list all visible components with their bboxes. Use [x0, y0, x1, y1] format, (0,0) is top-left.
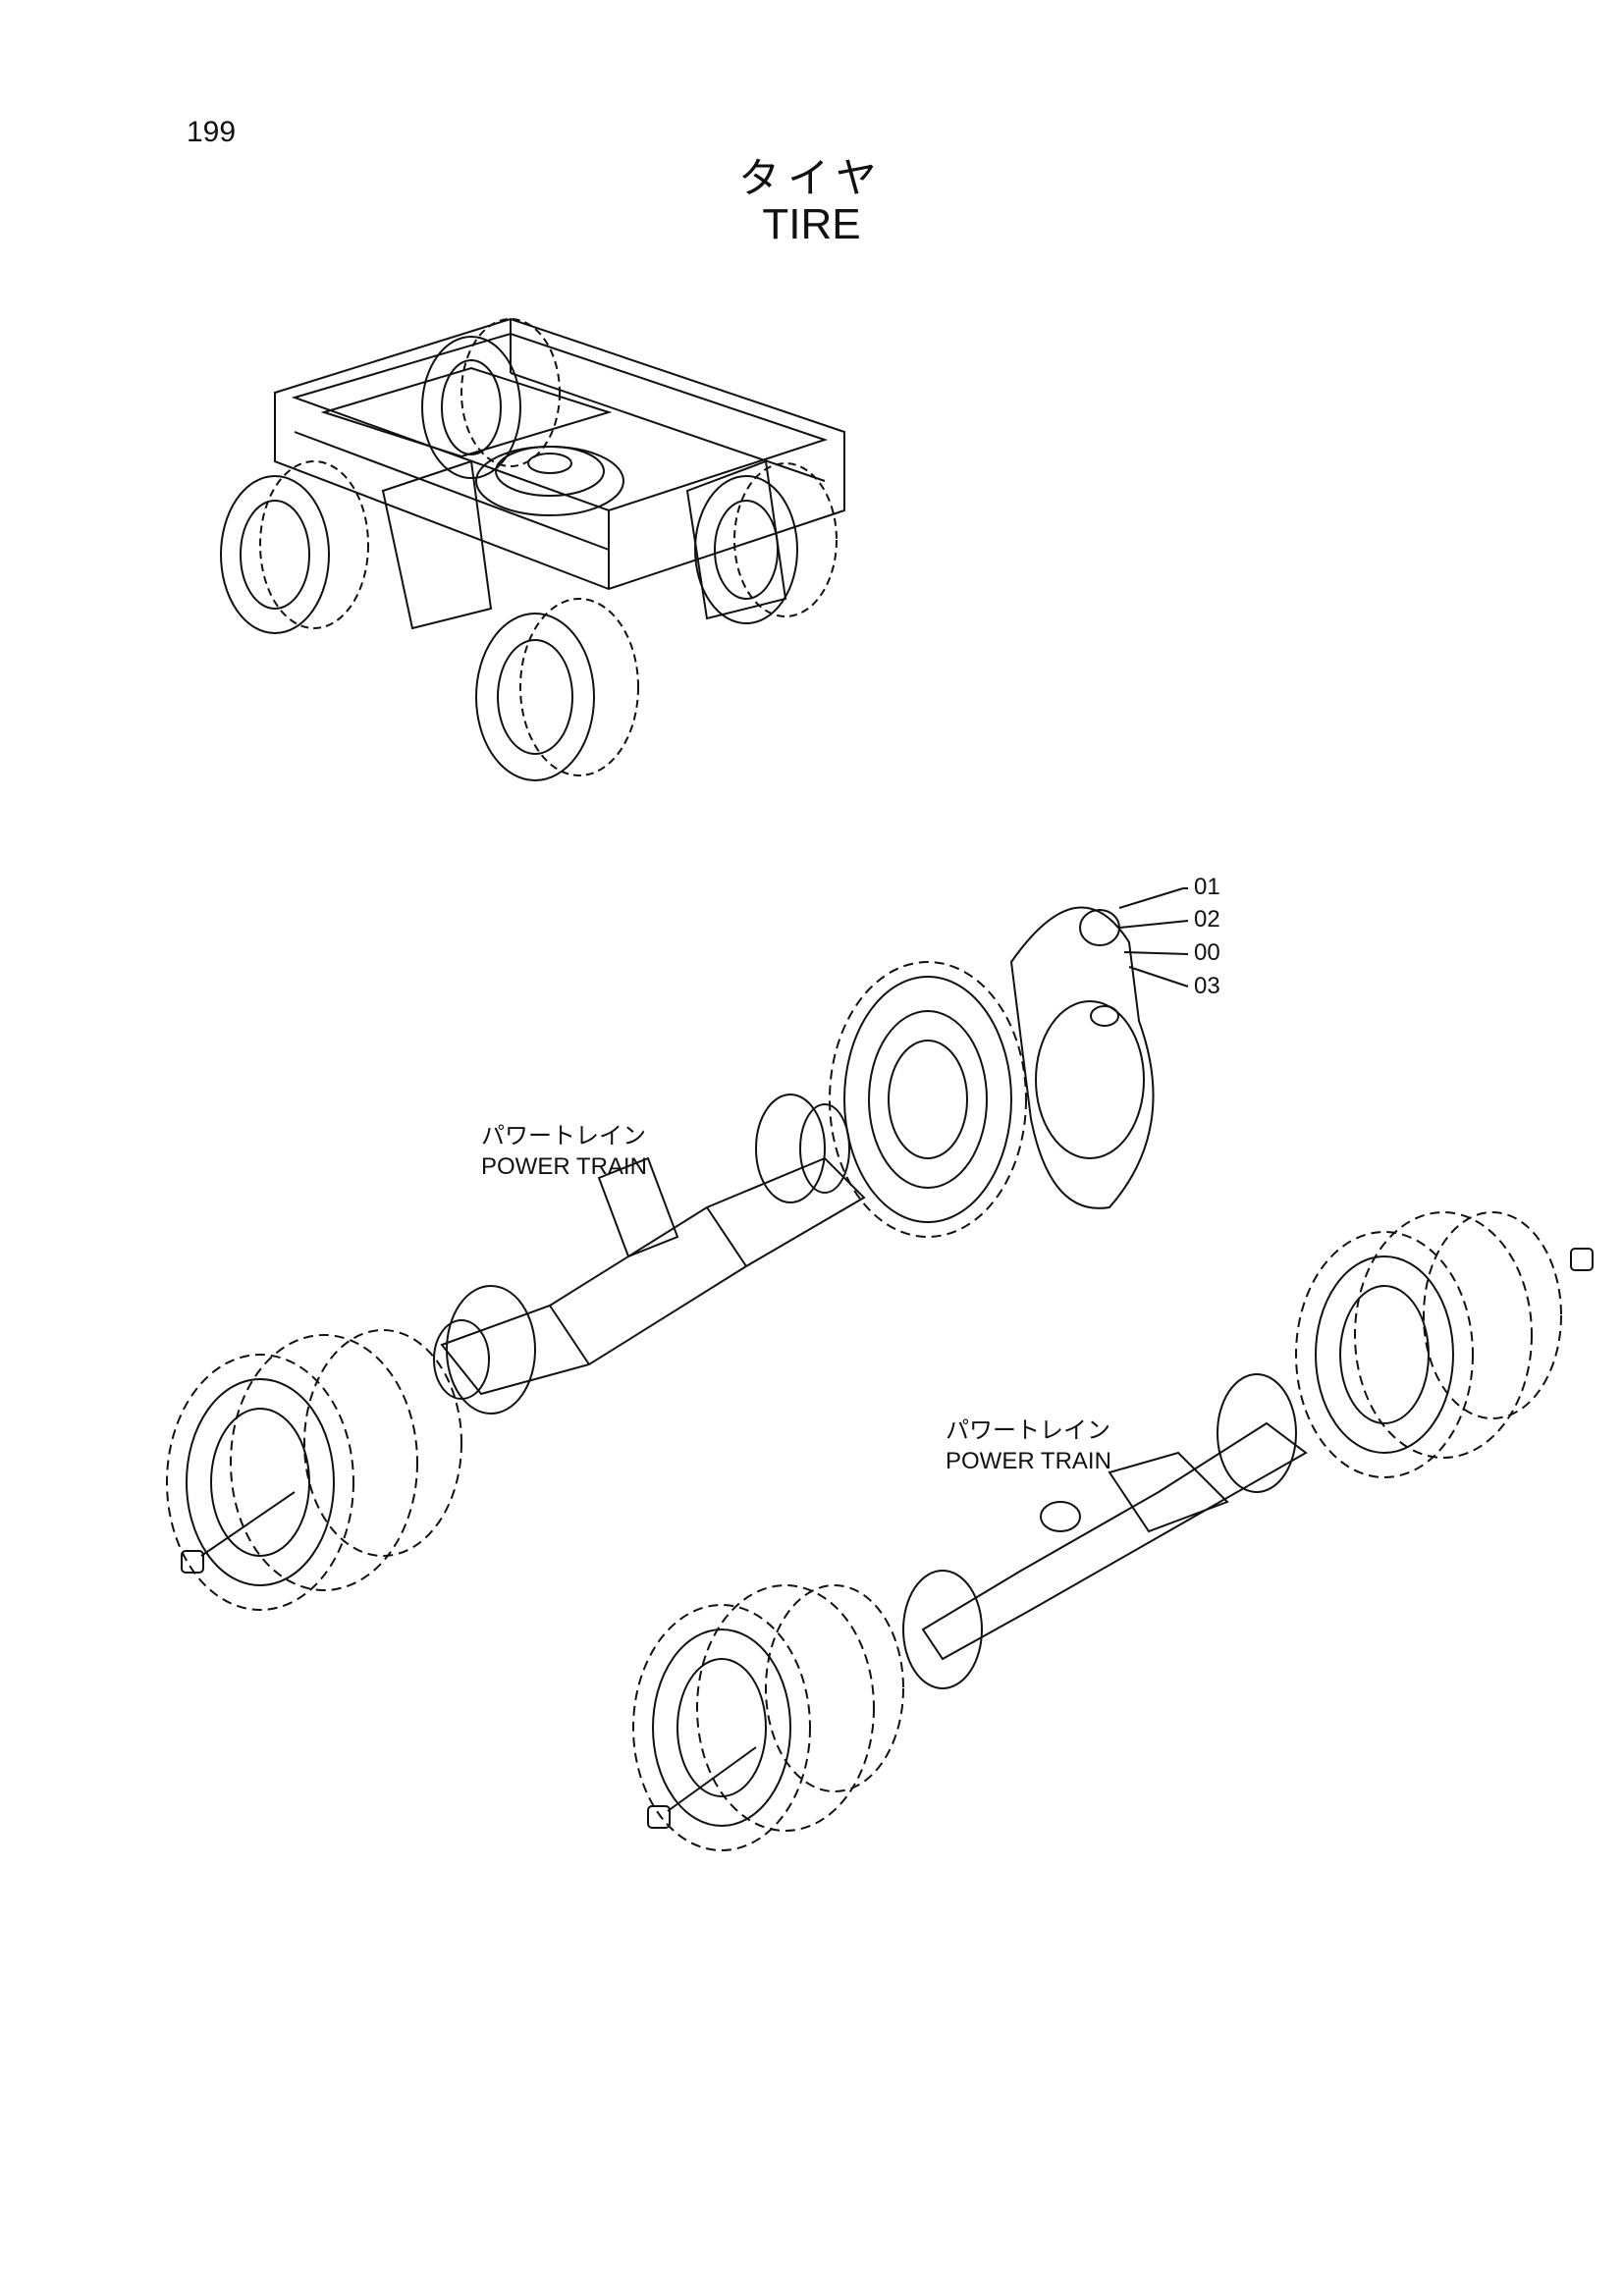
overview-tire-rear-right: [695, 463, 837, 623]
upper-tire-inner: [830, 962, 1026, 1237]
overview-tire-front-left: [221, 461, 368, 633]
front-axle-label-english: POWER TRAIN: [481, 1153, 647, 1180]
page-title-english: TIRE: [762, 200, 861, 248]
front-axle-power-train-label: パワートレイン POWER TRAIN: [481, 1121, 647, 1182]
callout-03: 03: [1194, 973, 1220, 999]
overview-tire-front-right: [476, 599, 638, 780]
swing-bearing: [476, 447, 623, 515]
rear-axle: [903, 1374, 1306, 1688]
rear-right-nut: [1571, 1249, 1593, 1270]
front-axle-label-japanese: パワートレイン: [481, 1123, 646, 1149]
overview-tire-rear-left: [422, 319, 560, 478]
callout-00: 00: [1194, 939, 1220, 966]
callout-02: 02: [1194, 906, 1220, 933]
page-title-japanese: タイヤ: [738, 154, 885, 202]
front-left-dual-tire: [167, 1330, 461, 1610]
rear-left-nut: [648, 1747, 756, 1828]
rear-left-dual-tire: [633, 1585, 903, 1850]
front-left-nut: [182, 1492, 295, 1573]
rear-axle-power-train-label: パワートレイン POWER TRAIN: [946, 1415, 1111, 1476]
page-number: 199: [187, 116, 237, 148]
callout-leader-lines: [1119, 888, 1188, 987]
callout-01: 01: [1194, 874, 1220, 900]
rear-axle-label-japanese: パワートレイン: [946, 1417, 1110, 1444]
rear-axle-label-english: POWER TRAIN: [946, 1448, 1111, 1474]
rear-right-dual-tire: [1296, 1212, 1561, 1477]
front-axle: [434, 1095, 864, 1414]
